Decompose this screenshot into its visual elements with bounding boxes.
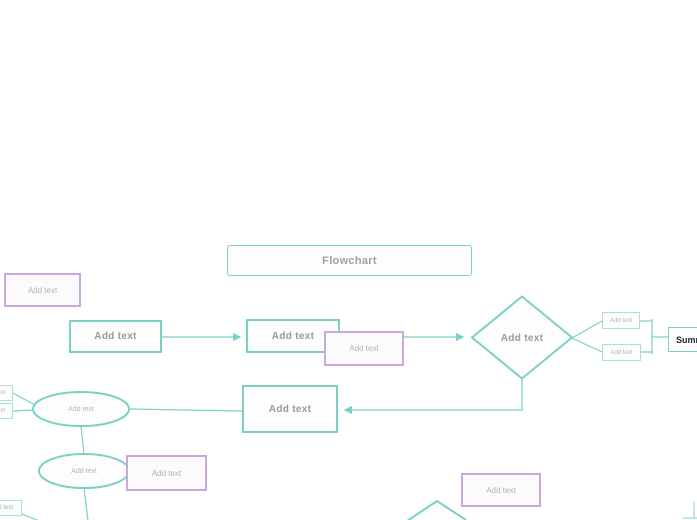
line-oval1-oval2 bbox=[80, 425, 85, 455]
bottom-stub-node[interactable]: Add text bbox=[0, 500, 22, 516]
note-mid-label: Add text bbox=[349, 344, 379, 353]
note-bottom-label: Add text bbox=[486, 485, 516, 495]
process-2-label: Add text bbox=[271, 330, 315, 342]
left-stub-2-node[interactable]: Add text bbox=[0, 403, 13, 419]
summary-label: Summary bbox=[676, 334, 697, 345]
branch-bottom-label: Add text bbox=[610, 349, 633, 356]
left-stub-2-label: Add text bbox=[0, 408, 5, 414]
left-stub-1-label: Add text bbox=[0, 390, 5, 396]
chart-title-label: Flowchart bbox=[322, 254, 377, 267]
line-stub1-oval1 bbox=[12, 392, 36, 406]
process-1-label: Add text bbox=[94, 331, 137, 342]
line-decision-branch-bottom bbox=[571, 337, 603, 353]
note-bottom-node[interactable]: Add text bbox=[461, 473, 541, 507]
chart-title-node[interactable]: Flowchart bbox=[227, 245, 472, 276]
note-top-left-node[interactable]: Add text bbox=[4, 273, 81, 307]
oval-1-shape[interactable] bbox=[32, 391, 130, 427]
summary-node[interactable]: Summary bbox=[668, 327, 697, 352]
line-oval2-down bbox=[83, 487, 89, 520]
process-3-label: Add text bbox=[268, 403, 312, 415]
line-decision-branch-top bbox=[571, 320, 603, 339]
line-stub2-oval1 bbox=[12, 409, 35, 412]
note-left-label: Add text bbox=[151, 468, 182, 478]
decision-label[interactable]: Add text bbox=[500, 332, 544, 344]
left-stub-1-node[interactable]: Add text bbox=[0, 385, 13, 401]
note-mid-node[interactable]: Add text bbox=[324, 331, 404, 366]
branch-top-label: Add text bbox=[609, 317, 632, 324]
oval-2-label[interactable]: Add text bbox=[71, 467, 97, 475]
line-bottom-stub bbox=[21, 513, 39, 520]
process-1-node[interactable]: Add text bbox=[69, 320, 162, 353]
note-left-node[interactable]: Add text bbox=[126, 455, 207, 491]
branch-top-node[interactable]: Add text bbox=[602, 312, 640, 329]
process-3-node[interactable]: Add text bbox=[242, 385, 338, 433]
decision-diamond[interactable] bbox=[470, 295, 574, 380]
summary-bracket bbox=[640, 319, 668, 354]
bottom-diamond-partial[interactable] bbox=[404, 499, 467, 520]
bottom-stub-label: Add text bbox=[0, 505, 13, 511]
oval-1-label[interactable]: Add text bbox=[68, 405, 94, 413]
note-top-left-label: Add text bbox=[27, 285, 58, 295]
clipped-corner-fragment bbox=[683, 502, 697, 519]
branch-bottom-node[interactable]: Add text bbox=[602, 344, 641, 361]
line-oval1-process3 bbox=[128, 408, 243, 412]
arrow-decision-process3 bbox=[343, 379, 523, 415]
